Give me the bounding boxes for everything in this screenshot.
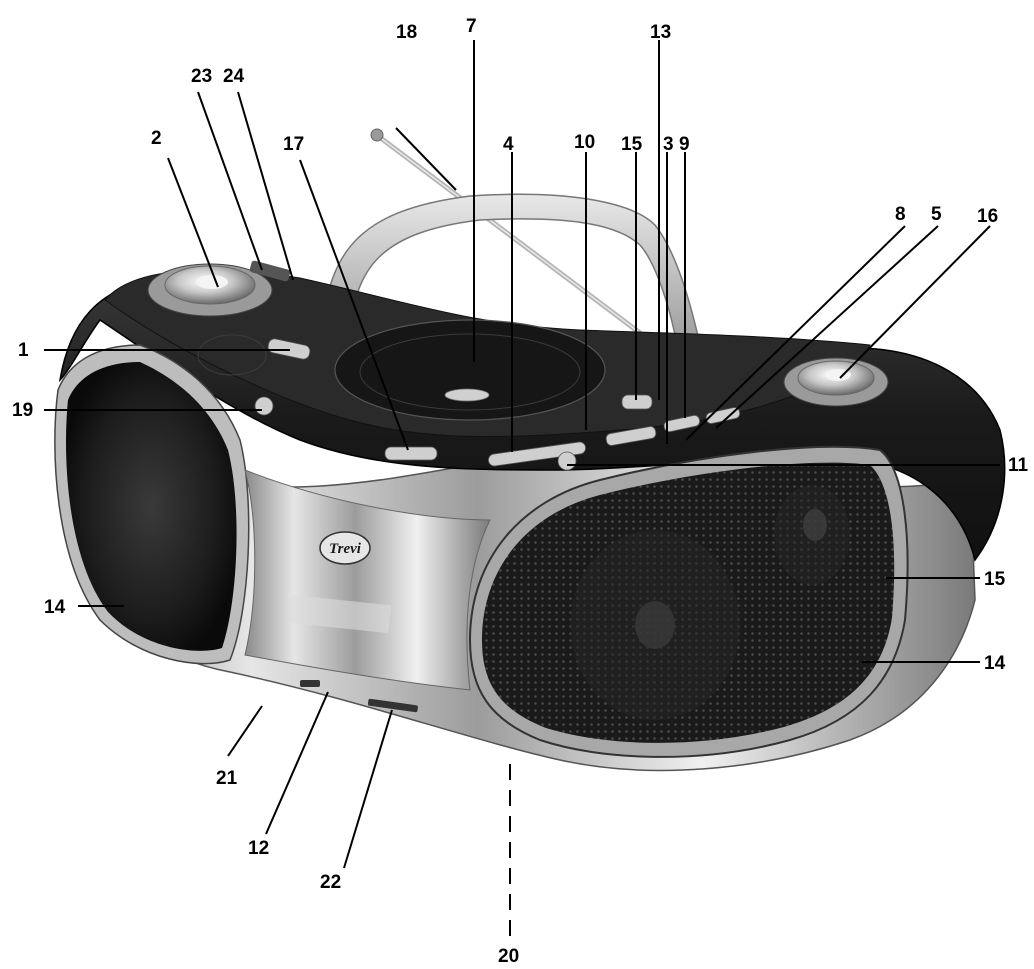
callout-20: 20: [498, 946, 519, 964]
right-knob: [783, 357, 889, 407]
callout-14-right: 14: [984, 653, 1006, 674]
leader-21: [227, 705, 263, 757]
right-speaker: [468, 445, 909, 758]
callout-15-right: 15: [984, 569, 1006, 590]
callout-22: 22: [320, 872, 341, 893]
callout-10: 10: [574, 132, 595, 153]
callout-labels: 1 2 3 4 5 7 8 9 10 11 12 13 14 14 15 15 …: [12, 16, 1029, 967]
callout-4: 4: [503, 134, 514, 155]
cd-lid-badge: [444, 388, 490, 402]
callout-5: 5: [931, 204, 942, 225]
cd-lid: [334, 319, 606, 421]
leader-lines: [44, 40, 1000, 940]
leader-23: [197, 91, 263, 271]
left-knob: [147, 263, 273, 317]
callout-17: 17: [283, 134, 304, 155]
leader-8: [685, 225, 906, 441]
leader-18: [395, 127, 457, 191]
callout-18: 18: [396, 22, 417, 43]
leader-17: [299, 159, 409, 451]
leader-22: [343, 709, 393, 869]
usb-slot: [300, 680, 320, 687]
left-speaker: [54, 344, 250, 665]
callout-11: 11: [1008, 455, 1029, 476]
chrome-fascia: [244, 469, 491, 691]
leader-24: [237, 91, 294, 281]
callout-12: 12: [248, 838, 269, 859]
leader-2: [167, 157, 219, 288]
callout-19: 19: [12, 400, 33, 421]
callout-21: 21: [216, 768, 238, 789]
trevi-logo: Trevi: [319, 531, 371, 565]
callout-1: 1: [18, 340, 29, 361]
callout-8: 8: [895, 204, 906, 225]
sd-card-slot: [367, 698, 418, 713]
callout-13: 13: [650, 22, 671, 43]
callout-14-left: 14: [44, 597, 66, 618]
callout-9: 9: [679, 134, 690, 155]
leader-12: [265, 691, 329, 835]
callout-15-top: 15: [621, 134, 643, 155]
callout-16: 16: [977, 206, 998, 227]
callout-7: 7: [466, 16, 477, 37]
callout-24: 24: [223, 66, 245, 87]
leader-16: [839, 225, 991, 379]
callout-23: 23: [191, 66, 212, 87]
leader-5: [715, 225, 939, 429]
antenna: [370, 128, 663, 351]
callout-3: 3: [663, 134, 674, 155]
trevi-logo-text: Trevi: [329, 541, 362, 557]
boombox-illustration: Trevi: [54, 128, 1006, 772]
callout-2: 2: [151, 128, 162, 149]
